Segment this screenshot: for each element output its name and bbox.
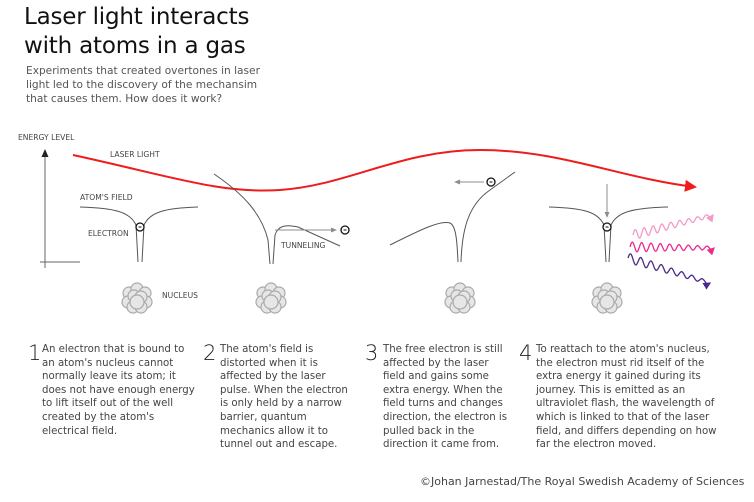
step-text-line: To reattach to the atom's nucleus, — [536, 344, 710, 355]
step-text-line: does not have enough energy — [42, 384, 195, 396]
subtitle: Experiments that created overtones in la… — [26, 64, 260, 106]
step-text-line: is only held by a narrow — [220, 398, 342, 410]
atom-field-well-3 — [389, 171, 516, 263]
step-text-line: extra energy. When the — [383, 384, 503, 396]
nucleus-label: NUCLEUS — [162, 291, 198, 300]
ultraviolet-wave-1 — [632, 213, 714, 239]
credit: ©Johan Jarnestad/The Royal Swedish Acade… — [420, 475, 745, 488]
step-number: 2 — [203, 341, 217, 365]
tunneling-label: TUNNELING — [280, 241, 326, 250]
step-text-line: the electron must rid itself of the — [536, 357, 705, 369]
step-text-line: journey. This is emitted as an — [536, 384, 686, 396]
step-text-line: normally leave its atom; it — [42, 371, 176, 383]
atom-field-well-4 — [548, 206, 669, 263]
step-text-line: direction, the electron is — [383, 411, 508, 423]
step-number: 4 — [519, 341, 533, 365]
ultraviolet-wave-3 — [627, 253, 712, 290]
energy-level-label: ENERGY LEVEL — [18, 133, 75, 142]
step-text-line: direction it came from. — [383, 439, 500, 451]
nucleus-icon — [121, 282, 153, 314]
step-text-line: to lift itself out of the well — [42, 398, 174, 410]
step-text-line: The free electron is still — [383, 344, 503, 355]
subtitle-line: Experiments that created overtones in la… — [26, 65, 260, 77]
nucleus-icon — [255, 282, 287, 314]
page-title: Laser light interacts with atoms in a ga… — [24, 3, 249, 61]
step-text-line: field turns and changes — [383, 398, 503, 410]
step-text-line: field and gains some — [383, 371, 489, 383]
laser-light-wave — [72, 148, 697, 192]
step-text-line: distorted when it is — [220, 357, 318, 369]
subtitle-line: light led to the discovery of the mechan… — [26, 79, 258, 91]
nucleus-icon — [591, 282, 623, 314]
title-line: Laser light interacts — [24, 4, 250, 30]
step-text-line: affected by the laser — [383, 357, 489, 369]
step-text-line: field, and differs depending on how — [536, 425, 717, 437]
electron-label: ELECTRON — [88, 229, 129, 238]
step-text-line: An electron that is bound to — [42, 344, 185, 355]
energy-axis: ENERGY LEVEL — [18, 133, 80, 268]
step-number: 1 — [28, 341, 42, 365]
step-2-text: The atom's field is distorted when it is a… — [220, 343, 348, 452]
step-text-line: electrical field. — [42, 425, 118, 437]
atoms-field-label: ATOM'S FIELD — [80, 193, 133, 202]
step-text-line: ultraviolet flash, the wavelength of — [536, 398, 715, 410]
title-line: with atoms in a gas — [24, 33, 246, 59]
step-text-line: affected by the laser — [220, 371, 326, 383]
step-number: 3 — [365, 341, 379, 365]
step-4-text: To reattach to the atom's nucleus, the el… — [536, 343, 717, 452]
step-text-line: which is linked to that of the laser — [536, 411, 710, 423]
step-text-line: tunnel out and escape. — [220, 439, 338, 451]
ultraviolet-wave-2 — [629, 241, 715, 256]
step-1-text: An electron that is bound to an atom's nu… — [42, 343, 195, 438]
step-3-text: The free electron is still affected by th… — [383, 343, 507, 452]
laser-light-label: LASER LIGHT — [110, 150, 160, 159]
step-text-line: The atom's field is — [220, 344, 314, 355]
nucleus-icon — [444, 282, 476, 314]
axis-arrow-icon — [41, 149, 49, 157]
step-text-line: far the electron moved. — [536, 439, 657, 451]
step-text-line: pulled back in the — [383, 425, 475, 437]
subtitle-line: that causes them. How does it work? — [26, 93, 223, 105]
step-text-line: created by the atom's — [42, 411, 155, 423]
atom-field-well-2 — [213, 173, 341, 265]
step-text-line: extra energy it gained during its — [536, 371, 701, 383]
step-text-line: an atom's nucleus cannot — [42, 357, 174, 369]
step-text-line: mechanics allow it to — [220, 425, 328, 437]
step-text-line: barrier, quantum — [220, 411, 307, 423]
step-text-line: pulse. When the electron — [220, 384, 348, 396]
